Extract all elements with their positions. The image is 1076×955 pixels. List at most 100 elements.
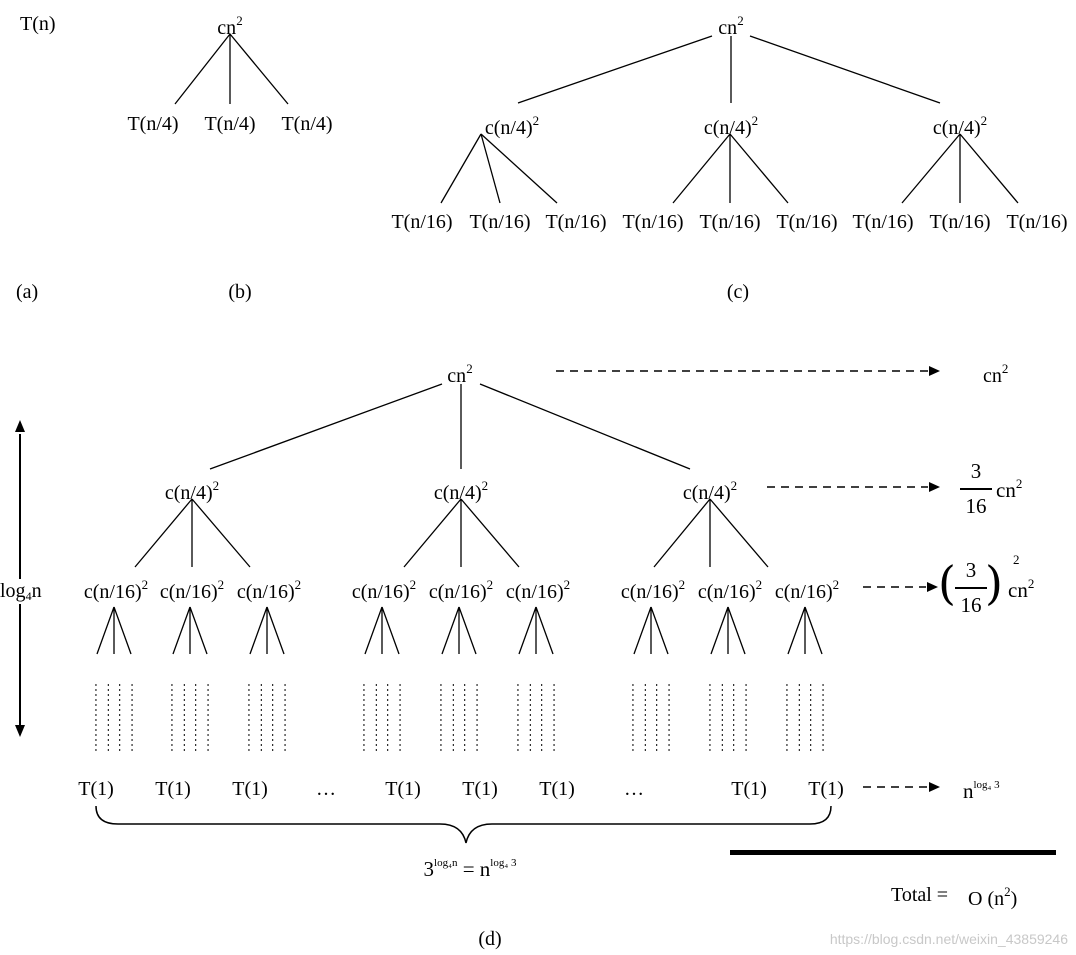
panel-a-caption: (a)	[16, 281, 39, 303]
level-1-fraction-numerator: 3	[970, 459, 982, 483]
arrow-right-icon	[929, 482, 940, 492]
total-label: Total =	[891, 884, 949, 906]
panel-c-leaf: T(n/16)	[622, 211, 684, 233]
panel-c-edge	[517, 35, 713, 104]
panel-d-edge	[209, 383, 443, 470]
panel-d-root: cn2	[447, 361, 473, 387]
panel-b-child-1: T(n/4)	[127, 113, 179, 135]
panel-d-leaf: T(1)	[155, 778, 191, 800]
right-paren-icon: )	[985, 556, 1003, 610]
panel-d-fan-edge	[364, 606, 383, 655]
sum-bar	[730, 850, 1056, 855]
level-2-cost-tail: cn2	[1008, 576, 1035, 602]
panel-d-fan-edge	[458, 606, 477, 655]
panel-d-fan-edge	[650, 606, 669, 655]
panel-d-fan-edge	[727, 606, 746, 655]
panel-d-fan-edge	[787, 606, 806, 655]
panel-d-ellipsis: …	[624, 778, 644, 800]
panel-d-fan-edge	[535, 606, 554, 655]
panel-b-edge	[174, 33, 231, 105]
panel-d-fan-edge	[266, 606, 285, 655]
panel-c-mid-3: c(n/4)2	[932, 113, 988, 139]
panel-d-fan-edge	[96, 606, 115, 655]
panel-c-leaf: T(n/16)	[699, 211, 761, 233]
level-2-outer-exponent: 2	[1013, 552, 1020, 567]
level-0-cost: cn2	[983, 361, 1009, 387]
level-2-fraction-denominator: 16	[960, 593, 982, 617]
panel-d-edge	[191, 498, 251, 568]
panel-d-low: c(n/16)2	[620, 577, 686, 603]
panel-d-leaf: T(1)	[232, 778, 268, 800]
panel-d-leaf: T(1)	[462, 778, 498, 800]
level-2-fraction-bar	[955, 587, 987, 589]
panel-d-leaf: T(1)	[808, 778, 844, 800]
panel-d-mid-3: c(n/4)2	[682, 478, 738, 504]
panel-d-fan-edge	[710, 606, 729, 655]
panel-b-edge	[229, 33, 289, 105]
panel-d-low: c(n/16)2	[774, 577, 840, 603]
panel-d-caption: (d)	[478, 928, 502, 950]
arrow-right-icon	[929, 366, 940, 376]
panel-b-root: cn2	[217, 13, 243, 39]
panel-d-fan-edge	[804, 606, 823, 655]
panel-c-edge	[749, 35, 941, 104]
panel-d-low: c(n/16)2	[236, 577, 302, 603]
panel-d-edge	[653, 498, 711, 568]
level-1-fraction-bar	[960, 488, 992, 490]
panel-d-edge	[460, 498, 520, 568]
panel-d-low: c(n/16)2	[505, 577, 571, 603]
left-paren-icon: (	[938, 556, 956, 610]
panel-d-low: c(n/16)2	[83, 577, 149, 603]
total-value: O (n2)	[968, 884, 1018, 910]
panel-d-leaf: T(1)	[385, 778, 421, 800]
panel-c-leaf: T(n/16)	[469, 211, 531, 233]
panel-c-caption: (c)	[726, 281, 750, 303]
level-1-fraction-denominator: 16	[965, 494, 987, 518]
panel-d-fan-edge	[381, 606, 400, 655]
panel-d-low: c(n/16)2	[697, 577, 763, 603]
panel-d-low: c(n/16)2	[351, 577, 417, 603]
panel-c-leaf: T(n/16)	[929, 211, 991, 233]
panel-c-mid-1: c(n/4)2	[484, 113, 540, 139]
tree-height-label: log4n	[0, 579, 42, 604]
panel-d-mid-1: c(n/4)2	[164, 478, 220, 504]
level-1-cost-tail: cn2	[996, 476, 1023, 502]
panel-c-edge	[959, 133, 1019, 204]
panel-d-edge	[479, 383, 691, 470]
panel-d-leaf: T(1)	[731, 778, 767, 800]
panel-d-mid-2: c(n/4)2	[433, 478, 489, 504]
leaf-brace	[95, 805, 832, 844]
panel-d-fan-edge	[441, 606, 460, 655]
panel-a-root: T(n)	[20, 13, 56, 35]
panel-c-leaf: T(n/16)	[545, 211, 607, 233]
panel-c-leaf: T(n/16)	[1006, 211, 1068, 233]
panel-c-leaf: T(n/16)	[391, 211, 453, 233]
panel-b-child-2: T(n/4)	[204, 113, 256, 135]
panel-d-ellipsis: …	[316, 778, 336, 800]
panel-c-edge	[480, 133, 558, 204]
panel-d-leaf: T(1)	[539, 778, 575, 800]
panel-c-edge	[901, 133, 961, 204]
panel-d-leaf: T(1)	[78, 778, 114, 800]
panel-d-fan-edge	[518, 606, 537, 655]
panel-d-low: c(n/16)2	[159, 577, 225, 603]
panel-d-fan-edge	[189, 606, 208, 655]
panel-d-edge	[709, 498, 769, 568]
panel-d-edge	[403, 498, 462, 568]
panel-c-edge	[729, 133, 789, 204]
panel-c-root: cn2	[718, 13, 744, 39]
panel-b-child-3: T(n/4)	[281, 113, 333, 135]
panel-c-edge	[672, 133, 731, 204]
panel-d-low: c(n/16)2	[428, 577, 494, 603]
tree-height-arrow-down-icon	[15, 725, 25, 737]
arrow-right-icon	[929, 782, 940, 792]
leaf-count-equation: 3log₄n = nlog₄ 3	[423, 857, 517, 881]
panel-c-leaf: T(n/16)	[852, 211, 914, 233]
panel-d-fan-edge	[633, 606, 652, 655]
panel-c-mid-2: c(n/4)2	[703, 113, 759, 139]
panel-c-leaf: T(n/16)	[776, 211, 838, 233]
panel-d-edge	[134, 498, 193, 568]
panel-d-fan-edge	[249, 606, 268, 655]
panel-d-fan-edge	[113, 606, 132, 655]
